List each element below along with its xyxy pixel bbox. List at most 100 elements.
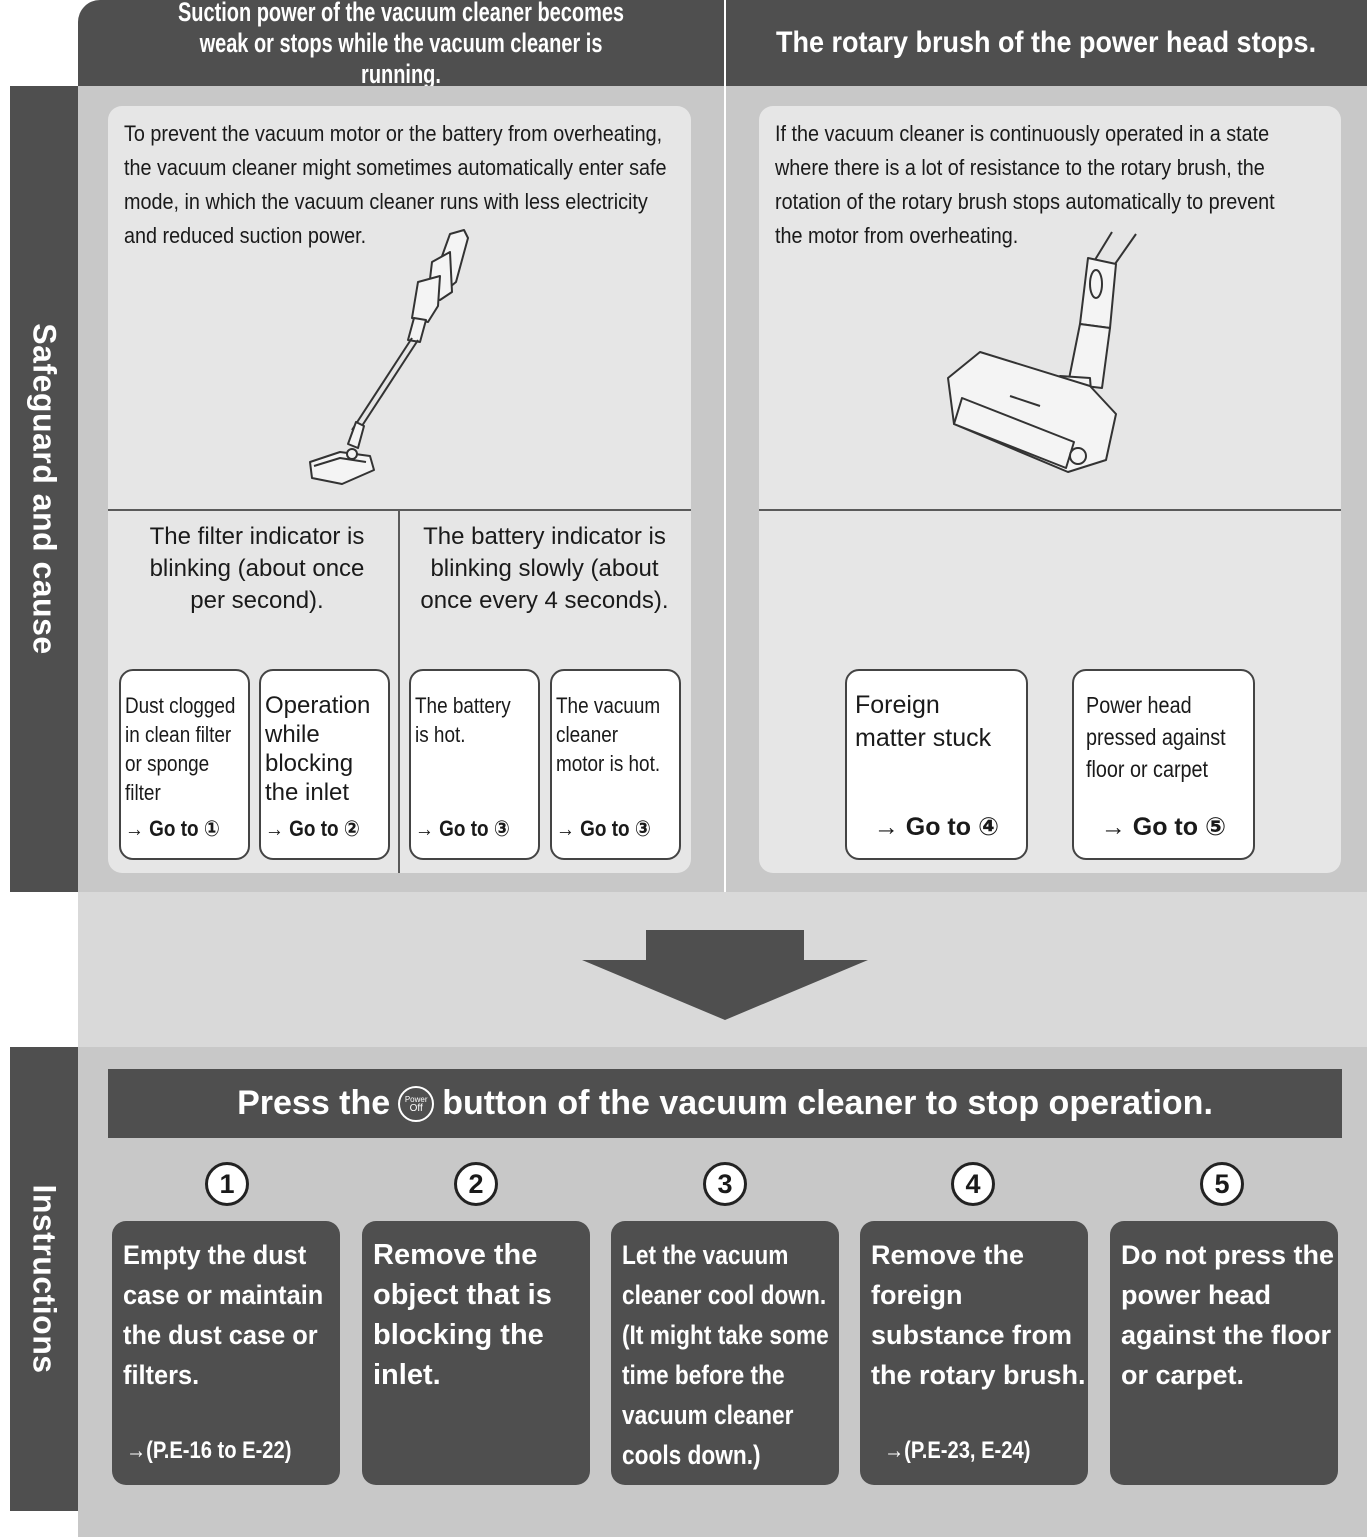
card-divider-right xyxy=(759,509,1341,511)
instruction-line: the dust case or xyxy=(123,1320,318,1350)
instruction-line: or carpet. xyxy=(1121,1360,1245,1390)
filter-indicator-text: The filter indicator is blinking (about … xyxy=(124,521,390,617)
sidebar-instructions-label: Instructions xyxy=(26,1184,63,1374)
instruction-line: foreign xyxy=(871,1280,963,1310)
step-number: 5 xyxy=(1200,1162,1244,1206)
page-reference: →(P.E-23, E-24) xyxy=(884,1437,1031,1464)
suction-desc-line: mode, in which the vacuum cleaner runs w… xyxy=(124,189,648,214)
suction-desc-line: the vacuum cleaner might sometimes autom… xyxy=(124,155,667,180)
cause-line: cleaner xyxy=(556,722,619,747)
cause-line: floor or carpet xyxy=(1086,756,1209,782)
header-left-line2: weak or stops while the vacuum cleaner i… xyxy=(199,27,603,89)
cause-line: Foreign xyxy=(855,691,940,719)
brush-desc-line: If the vacuum cleaner is continuously op… xyxy=(775,121,1270,146)
cause-line: matter stuck xyxy=(855,724,992,752)
battery-indicator-text: The battery indicator is blinking slowly… xyxy=(402,521,687,617)
sidebar-safeguard-and-cause: Safeguard and cause xyxy=(10,86,78,892)
cause-line: Operation xyxy=(265,692,371,719)
indicator-divider xyxy=(398,510,400,873)
instruction-line: object that is xyxy=(373,1279,552,1311)
cause-line: pressed against xyxy=(1086,724,1226,750)
filter-indicator-line: The filter indicator is xyxy=(149,523,365,550)
cause-motor-hot: The vacuum cleaner motor is hot. → Go to… xyxy=(550,669,681,860)
suction-description: To prevent the vacuum motor or the batte… xyxy=(124,117,694,253)
instruction-line: cleaner cool down. xyxy=(622,1280,827,1310)
instruction-line: Do not press the xyxy=(1121,1240,1335,1270)
page-reference: →(P.E-16 to E-22) xyxy=(126,1437,292,1464)
filter-indicator-line: per second). xyxy=(190,587,324,614)
brush-desc-line: where there is a lot of resistance to th… xyxy=(775,155,1265,180)
goto-step-link: → Go to ③ xyxy=(556,816,651,841)
cause-line: the inlet xyxy=(265,779,350,806)
instruction-line: (It might take some xyxy=(622,1320,829,1350)
step-number: 3 xyxy=(703,1162,747,1206)
instruction-line: Let the vacuum xyxy=(622,1240,789,1270)
power-head-illustration xyxy=(947,231,1137,473)
step-number: 2 xyxy=(454,1162,498,1206)
instruction-do-not-press: Do not press the power head against the … xyxy=(1110,1221,1338,1485)
header-brush-stops: The rotary brush of the power head stops… xyxy=(726,0,1367,86)
goto-step-link: → Go to ④ xyxy=(873,813,1000,841)
cause-dust-clogged: Dust clogged in clean filter or sponge f… xyxy=(119,669,250,860)
banner-text-before: Press the xyxy=(237,1084,391,1122)
cause-line: The battery xyxy=(415,693,511,718)
battery-indicator-line: blinking slowly (about xyxy=(430,555,659,582)
column-divider xyxy=(724,0,726,892)
banner-text-after: button of the vacuum cleaner to stop ope… xyxy=(442,1084,1213,1122)
goto-step-link: → Go to ② xyxy=(265,816,360,841)
stick-vacuum-illustration xyxy=(309,229,469,485)
stop-operation-banner: Press the Power Off button of the vacuum… xyxy=(108,1069,1342,1138)
filter-indicator-line: blinking (about once xyxy=(149,555,365,582)
instruction-remove-object: Remove the object that is blocking the i… xyxy=(362,1221,590,1485)
instruction-line: cools down.) xyxy=(622,1440,761,1470)
instruction-line: inlet. xyxy=(373,1359,441,1391)
power-icon-bottom: Off xyxy=(409,1102,423,1114)
cause-line: while xyxy=(265,721,320,748)
suction-desc-line: To prevent the vacuum motor or the batte… xyxy=(124,121,663,146)
power-icon-top: Power xyxy=(404,1094,428,1104)
cause-line: in clean filter xyxy=(125,722,232,747)
cause-blocking-inlet: Operation while blocking the inlet → Go … xyxy=(259,669,390,860)
cause-line: Dust clogged xyxy=(125,693,236,718)
brush-desc-line: rotation of the rotary brush stops autom… xyxy=(775,189,1275,214)
instruction-line: Remove the xyxy=(373,1239,538,1271)
suction-desc-line: and reduced suction power. xyxy=(124,223,367,248)
instruction-line: Remove the xyxy=(871,1240,1025,1270)
cause-battery-hot: The battery is hot. → Go to ③ xyxy=(409,669,540,860)
sidebar-safeguard-label: Safeguard and cause xyxy=(26,323,63,655)
cause-line: motor is hot. xyxy=(556,751,661,776)
goto-step-link: → Go to ③ xyxy=(415,816,510,841)
cause-foreign-matter: Foreign matter stuck → Go to ④ xyxy=(845,669,1028,860)
cause-line: Power head xyxy=(1086,692,1192,718)
instruction-line: time before the xyxy=(622,1360,785,1390)
cause-line: or sponge xyxy=(125,751,210,776)
battery-indicator-line: once every 4 seconds). xyxy=(420,587,669,614)
instruction-line: the rotary brush. xyxy=(871,1360,1086,1390)
goto-step-link: → Go to ⑤ xyxy=(1100,813,1227,841)
instruction-line: against the floor xyxy=(1121,1320,1332,1350)
goto-step-link: → Go to ① xyxy=(125,816,220,841)
sidebar-instructions: Instructions xyxy=(10,1047,78,1511)
power-off-button-icon: Power Off xyxy=(398,1085,435,1122)
instruction-empty-dust-case: Empty the dust case or maintain the dust… xyxy=(112,1221,340,1485)
instruction-line: power head xyxy=(1121,1280,1272,1310)
header-suction-weak: Suction power of the vacuum cleaner beco… xyxy=(78,0,724,89)
instruction-line: blocking the xyxy=(373,1319,544,1351)
step-number: 4 xyxy=(951,1162,995,1206)
cause-line: is hot. xyxy=(415,722,466,747)
cause-line: filter xyxy=(125,780,161,805)
instruction-line: Empty the dust xyxy=(123,1240,307,1270)
brush-description: If the vacuum cleaner is continuously op… xyxy=(775,117,1345,253)
cause-power-head-pressed: Power head pressed against floor or carp… xyxy=(1072,669,1255,860)
instruction-remove-foreign-substance: Remove the foreign substance from the ro… xyxy=(860,1221,1088,1485)
header-left-line1: Suction power of the vacuum cleaner beco… xyxy=(177,0,625,27)
header-right-text: The rotary brush of the power head stops… xyxy=(776,26,1317,59)
brush-desc-line: the motor from overheating. xyxy=(775,223,1019,248)
instruction-line: filters. xyxy=(123,1360,200,1390)
instruction-line: vacuum cleaner xyxy=(622,1400,794,1430)
step-number: 1 xyxy=(205,1162,249,1206)
instruction-line: substance from xyxy=(871,1320,1073,1350)
cause-line: blocking xyxy=(265,750,354,777)
battery-indicator-line: The battery indicator is xyxy=(423,523,666,550)
instruction-line: case or maintain xyxy=(123,1280,324,1310)
